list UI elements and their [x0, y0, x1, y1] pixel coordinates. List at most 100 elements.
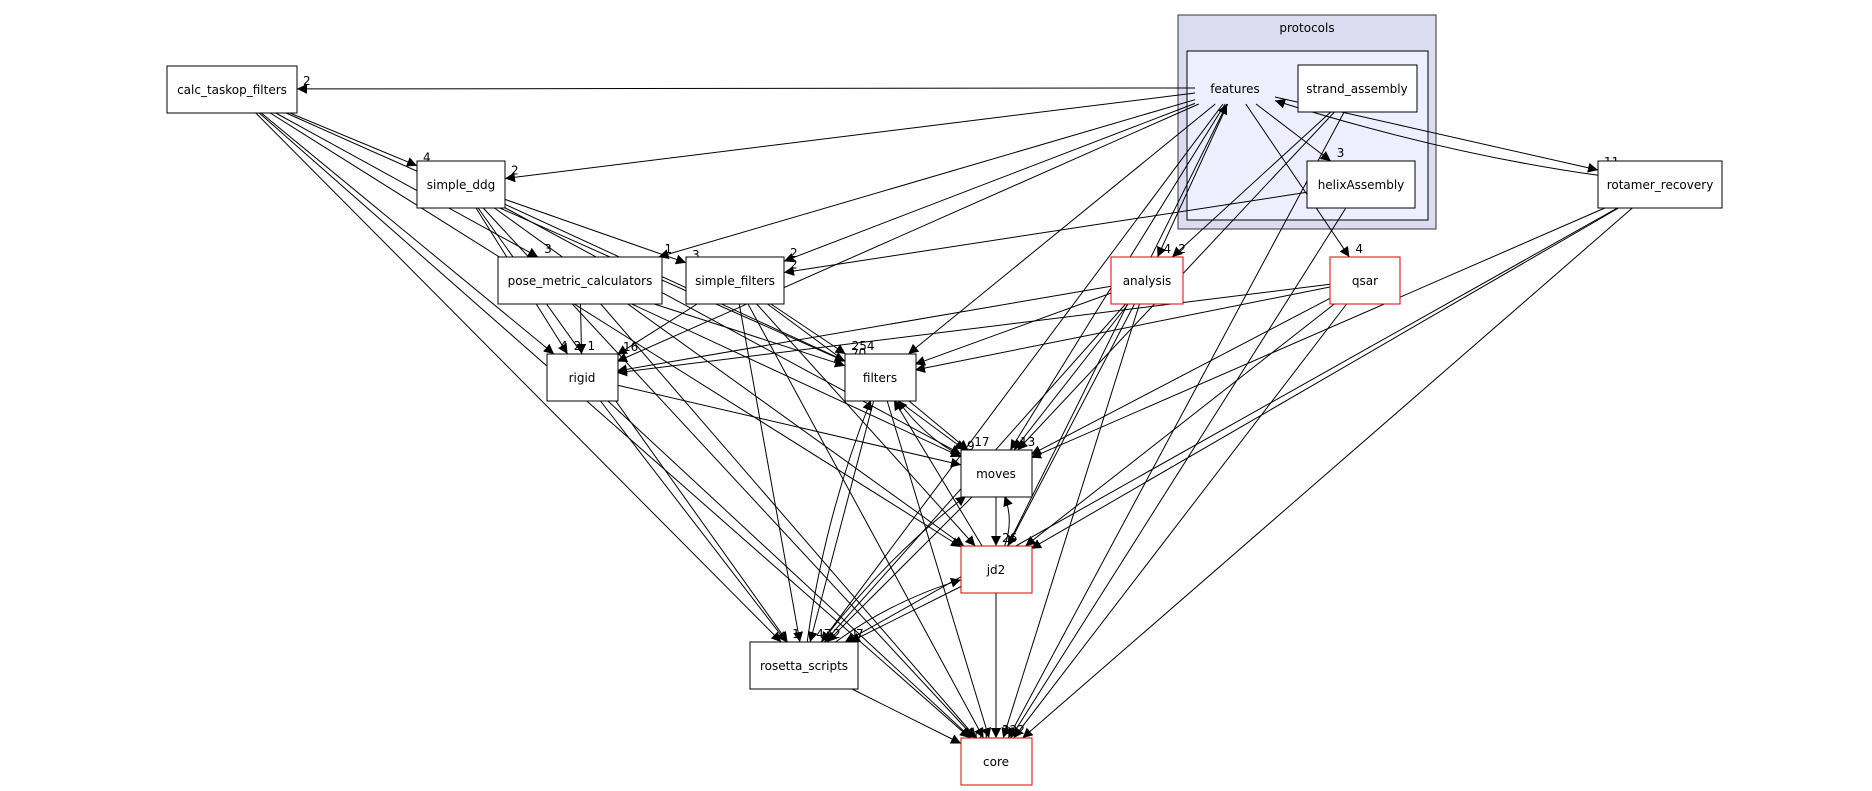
node-label: strand_assembly	[1306, 82, 1407, 96]
edge-moves-to-filters	[896, 399, 962, 457]
node-rigid[interactable]: rigid	[546, 353, 619, 402]
node-label: features	[1210, 82, 1260, 96]
edge-label: 17	[974, 435, 989, 449]
node-calc-taskop-filters[interactable]: calc_taskop_filters	[166, 65, 298, 114]
node-rosetta-scripts[interactable]: rosetta_scripts	[749, 641, 859, 690]
edge-calc_taskop_filters-to-core	[257, 111, 971, 739]
edge-helixAssembly-to-simple_filters	[783, 191, 1308, 276]
edge-analysis-to-moves	[1013, 302, 1130, 451]
edge-simple_filters-to-rigid	[616, 302, 699, 356]
node-label: rotamer_recovery	[1607, 178, 1714, 192]
edge-label: 16	[623, 340, 638, 354]
edge-label: 2	[303, 74, 311, 88]
edge-label: 1	[851, 627, 859, 641]
edge-label: 2	[1178, 242, 1186, 256]
edge-features-to-calc_taskop_filters	[296, 83, 1196, 94]
edge-label: 2	[511, 164, 519, 178]
edge-label: 3	[1337, 146, 1345, 160]
edge-label: 2	[574, 339, 582, 353]
edge-label: 9	[967, 439, 975, 453]
node-label: pose_metric_calculators	[508, 274, 653, 288]
edge-jd2-to-features	[1006, 103, 1228, 547]
edge-simple_filters-to-core	[747, 302, 984, 739]
edge-filters-to-moves	[907, 399, 969, 451]
node-strand-assembly[interactable]: strand_assembly	[1297, 64, 1418, 113]
edge-label: 13	[1020, 435, 1035, 449]
edge-strand_assembly-to-analysis	[1171, 110, 1333, 258]
edge-analysis-to-core	[1001, 302, 1141, 739]
edge-label: 3	[692, 248, 700, 262]
edge-features-to-simple_filters	[783, 102, 1196, 263]
edge-rigid-to-core	[606, 399, 972, 739]
edge-label: 26	[1002, 531, 1017, 545]
edge-features-to-pose_metric_calculators	[658, 99, 1196, 259]
edge-calc_taskop_filters-to-filters	[283, 111, 846, 362]
edge-features-to-filters	[907, 103, 1216, 355]
edge-rotamer_recovery-to-core	[1022, 206, 1634, 739]
edge-layer	[254, 83, 1634, 744]
node-rotamer-recovery[interactable]: rotamer_recovery	[1597, 160, 1723, 209]
node-label: helixAssembly	[1318, 178, 1405, 192]
node-core[interactable]: core	[960, 737, 1033, 786]
edge-label: 254	[852, 339, 875, 353]
edge-features-to-helixAssembly	[1255, 103, 1332, 162]
node-label: jd2	[986, 563, 1006, 577]
edge-simple_ddg-to-simple_filters	[504, 198, 687, 265]
node-label: filters	[863, 371, 897, 385]
edge-simple_filters-to-rosetta_scripts	[738, 302, 804, 643]
edge-jd2-to-filters	[893, 399, 983, 547]
edge-pose_metric_calculators-to-filters	[650, 302, 846, 368]
edge-rotamer_recovery-to-features	[1274, 98, 1599, 176]
edge-helixAssembly-to-core	[1010, 206, 1347, 739]
node-filters[interactable]: filters	[844, 353, 917, 402]
edge-label: 4	[423, 151, 431, 165]
node-label: analysis	[1123, 274, 1172, 288]
edge-qsar-to-moves	[1030, 297, 1331, 456]
edge-rigid-to-rosetta_scripts	[599, 399, 787, 643]
edge-rosetta_scripts-to-core	[849, 687, 962, 744]
cluster-protocols-label: protocols	[1279, 21, 1334, 35]
node-analysis[interactable]: analysis	[1110, 256, 1184, 305]
edge-label: 1	[1002, 723, 1010, 737]
node-layer: calc_taskop_filters features strand_asse…	[166, 64, 1723, 786]
edge-features-to-simple_ddg	[504, 92, 1196, 183]
edge-label: 222	[1002, 723, 1025, 737]
edge-label: 2	[833, 627, 841, 641]
edge-label: 7	[856, 627, 864, 641]
node-simple-ddg[interactable]: simple_ddg	[416, 160, 506, 209]
edge-features-to-rigid	[616, 103, 1200, 363]
edge-pose_metric_calculators-to-core	[599, 302, 977, 739]
edge-qsar-to-jd2	[1025, 302, 1336, 547]
edge-label: 1	[588, 339, 596, 353]
edge-label: 4	[1164, 242, 1172, 256]
edge-analysis-to-jd2	[1007, 302, 1136, 547]
node-features[interactable]: features	[1210, 82, 1260, 96]
node-label: simple_filters	[695, 274, 775, 288]
edge-features-to-qsar	[1245, 103, 1350, 258]
edge-rosetta_scripts-to-filters	[806, 399, 872, 643]
edge-filters-to-rosetta_scripts	[807, 399, 875, 643]
edge-features-to-analysis	[1157, 103, 1229, 258]
node-pose-metric-calculators[interactable]: pose_metric_calculators	[497, 256, 663, 305]
edge-label: 3	[544, 242, 552, 256]
node-moves[interactable]: moves	[960, 449, 1033, 498]
edge-rigid-to-moves	[616, 384, 962, 468]
edge-label: 1	[792, 627, 800, 641]
node-simple-filters[interactable]: simple_filters	[685, 256, 785, 305]
node-qsar[interactable]: qsar	[1329, 256, 1401, 305]
edge-features-to-rosetta_scripts	[820, 103, 1224, 643]
edge-label: 2	[790, 258, 798, 272]
node-helixassembly[interactable]: helixAssembly	[1306, 160, 1416, 209]
edge-pose_metric_calculators-to-rigid	[576, 302, 587, 355]
node-jd2[interactable]: jd2	[960, 545, 1033, 594]
edge-jd2-to-rosetta_scripts	[849, 586, 962, 643]
node-label: moves	[976, 467, 1016, 481]
edge-rosetta_scripts-to-moves	[821, 495, 967, 643]
edge-rosetta_scripts-to-jd2	[835, 577, 962, 643]
edge-simple_filters-to-jd2	[755, 302, 976, 547]
node-label: rigid	[569, 371, 596, 385]
node-label: rosetta_scripts	[760, 659, 848, 673]
edge-label: 4	[560, 339, 568, 353]
edge-simple_ddg-to-moves	[503, 206, 962, 455]
